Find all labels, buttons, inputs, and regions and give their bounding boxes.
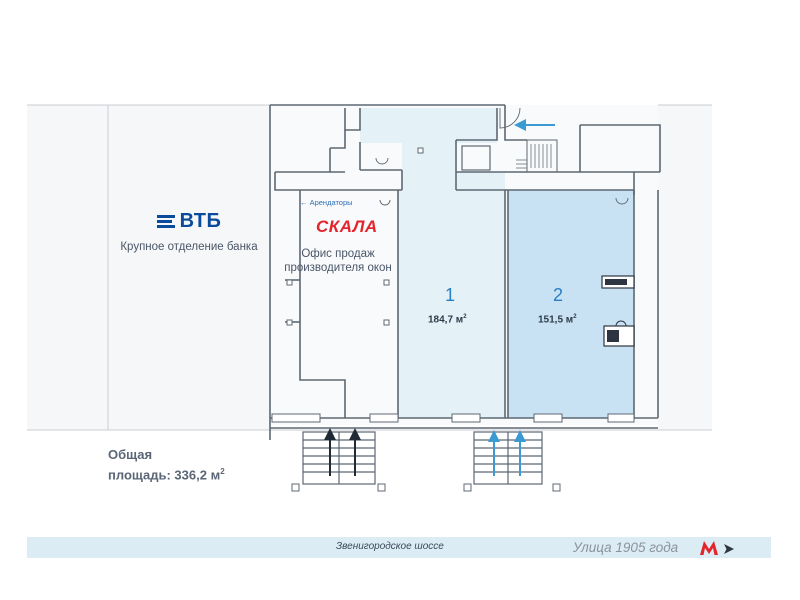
fixtures: [601, 275, 635, 347]
bank-subtitle: Крупное отделение банка: [120, 241, 258, 253]
entrance-arrow-icon: [488, 430, 526, 476]
facade-windows: [271, 413, 635, 423]
walls: [269, 104, 661, 440]
entrance-arrow-icon: [514, 119, 555, 131]
vtb-logo-stripes: [156, 215, 175, 228]
total-area: Общая площадь: 336,2 м2: [108, 447, 225, 483]
street-band: [27, 537, 771, 558]
unit-1-area: 184,7 м2: [428, 314, 467, 326]
unit-2-number: 2: [553, 285, 564, 305]
vtb-logo-icon: ВТБ: [118, 208, 260, 234]
stairs-top: [516, 144, 552, 169]
columns: [286, 147, 561, 492]
left-neighbor-area: [27, 105, 270, 430]
entrance-arrow-icon: [324, 428, 361, 476]
tenants-link[interactable]: ← Арендаторы: [300, 198, 353, 207]
door-icon: [375, 107, 629, 206]
metro-icon: [700, 541, 718, 555]
entrance-stairs-right: [473, 431, 543, 485]
unit-1-hall: [398, 190, 505, 418]
bank-block: ВТБ Крупное отделение банка: [118, 208, 260, 254]
street-name: Звенигородское шоссе: [336, 541, 444, 552]
right-neighbor-area: [658, 105, 712, 430]
unit-2-area: 151,5 м2: [538, 314, 577, 326]
direction-arrow-icon: [724, 544, 734, 554]
tenant-office-label: Офис продаж производителя окон: [284, 248, 392, 274]
bank-name: ВТБ: [179, 209, 222, 232]
tenant-brand: СКАЛА: [316, 217, 378, 236]
unit-1-number: 1: [445, 285, 456, 305]
metro-station-name: Улица 1905 года: [573, 540, 679, 555]
entrance-stairs-left: [302, 431, 376, 485]
unit-2-fill: [508, 190, 634, 418]
